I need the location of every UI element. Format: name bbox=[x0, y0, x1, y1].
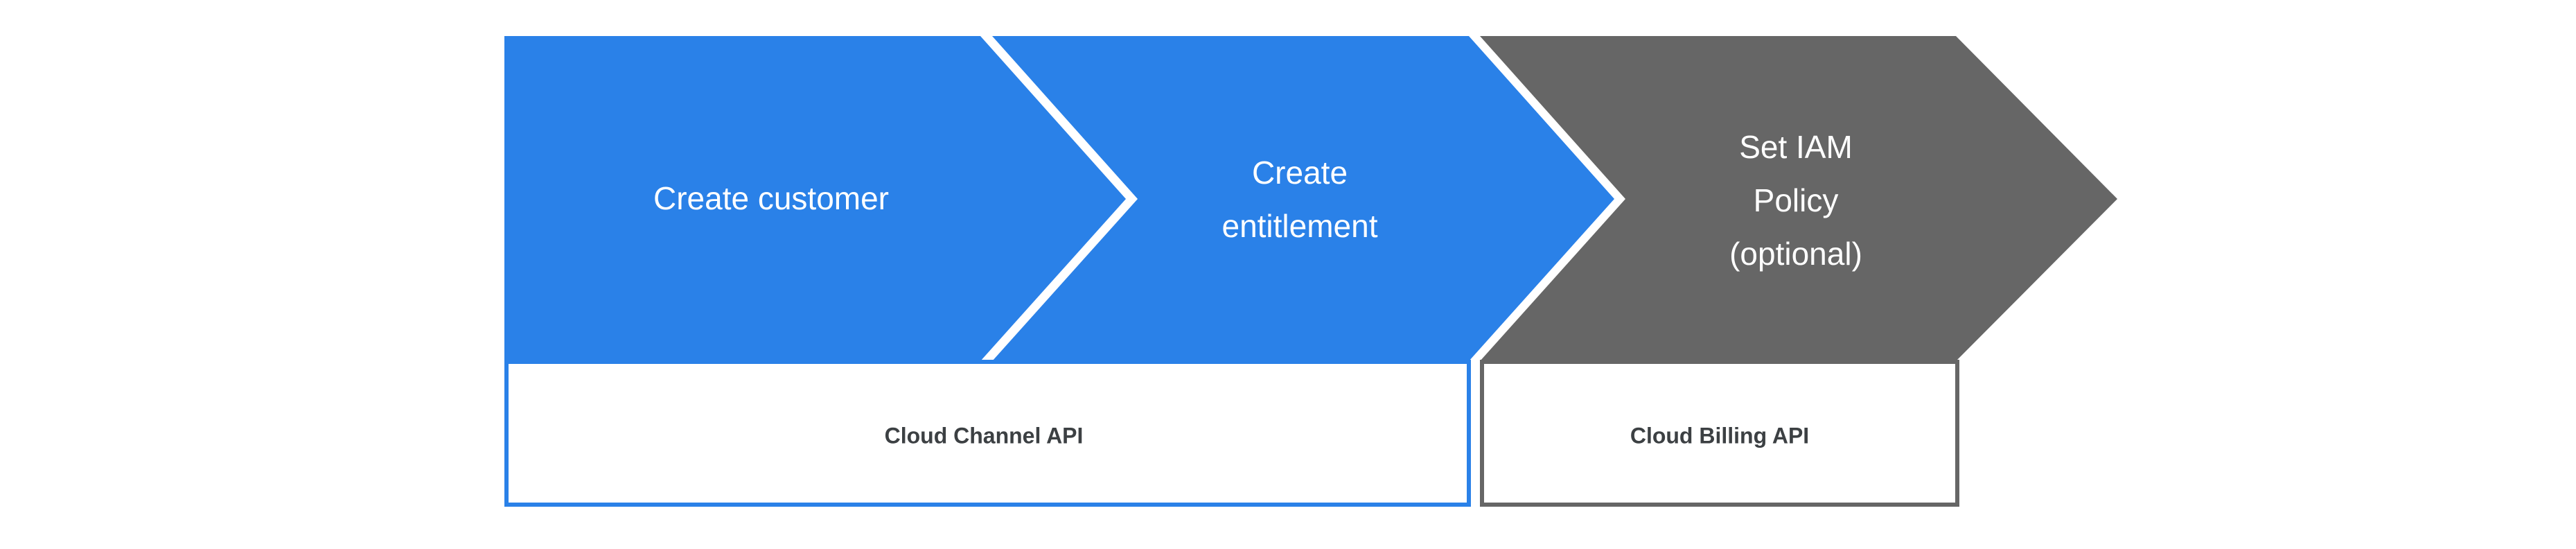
chevron-label-create-entitlement-line2: entitlement bbox=[1221, 208, 1377, 244]
chevron-label-create-customer: Create customer bbox=[653, 180, 889, 216]
chevron-step-set-iam-policy[interactable] bbox=[1480, 36, 2117, 361]
chevron-step-create-entitlement[interactable] bbox=[992, 36, 1614, 361]
chevron-step-create-customer[interactable] bbox=[504, 36, 1126, 361]
chevron-label-create-entitlement-line1: Create bbox=[1252, 155, 1348, 191]
chevron-label-set-iam-policy-line3: (optional) bbox=[1729, 236, 1862, 272]
api-group-box-cloud-channel-api[interactable] bbox=[504, 360, 1471, 507]
chevron-label-set-iam-policy-line2: Policy bbox=[1754, 182, 1839, 218]
chevron-label-set-iam-policy-line1: Set IAM bbox=[1739, 129, 1853, 165]
api-group-label-cloud-channel-api: Cloud Channel API bbox=[885, 423, 1084, 448]
api-group-label-cloud-billing-api: Cloud Billing API bbox=[1630, 423, 1809, 448]
api-group-box-cloud-billing-api[interactable] bbox=[1480, 360, 1959, 507]
